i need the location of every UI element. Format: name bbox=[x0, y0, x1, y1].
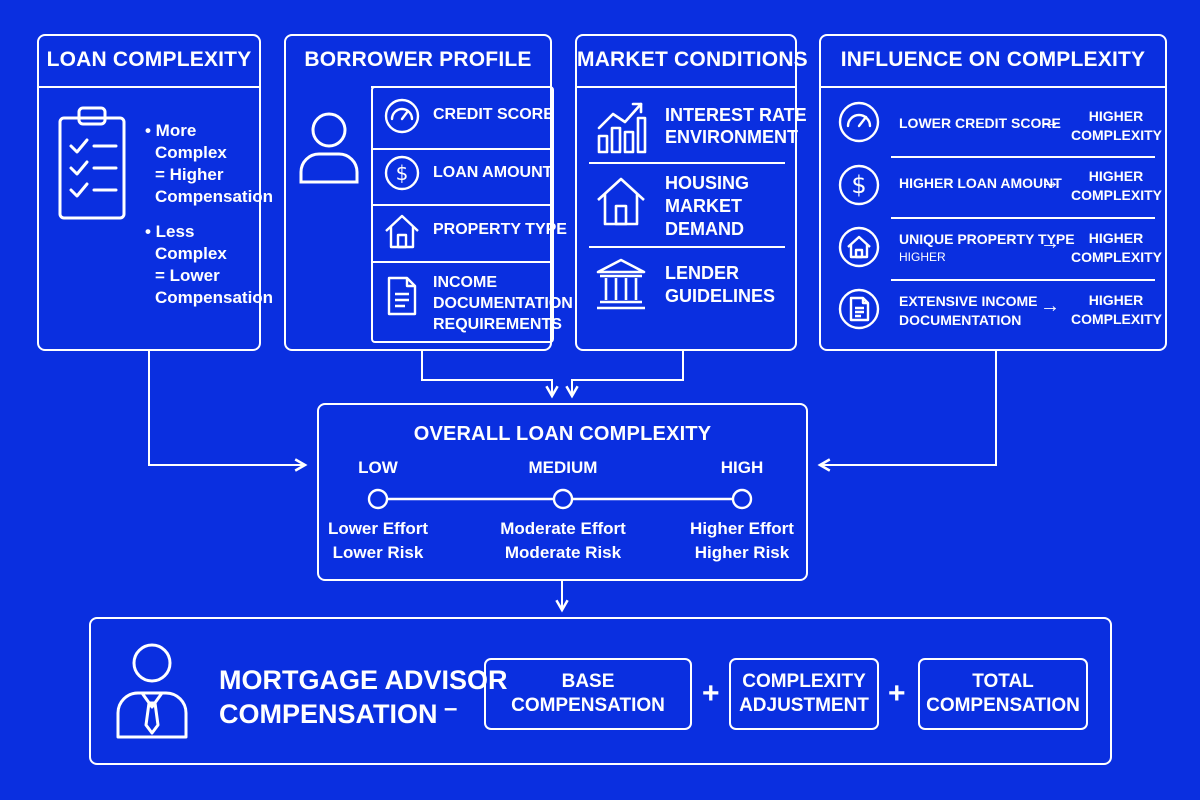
higher-loan-amount-text: HIGHER LOAN AMOUNT bbox=[899, 175, 1062, 191]
low-label: LOW bbox=[358, 458, 398, 477]
higher-complexity-text: HIGHER COMPLEXITY bbox=[1071, 108, 1163, 143]
property-type-label: PROPERTY TYPE bbox=[433, 221, 567, 238]
house-icon bbox=[595, 174, 647, 228]
credit-score-label: CREDIT SCORE bbox=[433, 106, 554, 123]
plus-sign-2: + bbox=[888, 677, 906, 710]
arrow-market-to-overall bbox=[565, 350, 684, 399]
complexity-scale bbox=[367, 488, 753, 510]
interest-rate-label: INTEREST RATE ENVIRONMENT bbox=[665, 105, 807, 147]
lender-guidelines-label: LENDER GUIDELINES bbox=[665, 263, 776, 306]
arrow-influence-to-overall bbox=[817, 350, 997, 472]
overall-complexity-title: OVERALL LOAN COMPLEXITY bbox=[413, 423, 712, 445]
gauge-icon bbox=[837, 100, 881, 144]
arrow-icon: → bbox=[1040, 111, 1060, 133]
house-icon bbox=[383, 212, 421, 250]
plus-sign-1: + bbox=[702, 677, 720, 710]
low-description: Lower Effort Lower Risk bbox=[327, 519, 429, 562]
svg-text:$: $ bbox=[851, 171, 866, 199]
lower-credit-score-text: LOWER CREDIT SCORE bbox=[899, 115, 1061, 131]
gauge-icon bbox=[383, 97, 421, 135]
medium-marker bbox=[552, 488, 574, 510]
compensation-panel: MORTGAGE ADVISOR COMPENSATION – BASE COM… bbox=[89, 617, 1112, 765]
total-compensation-box: TOTAL COMPENSATION bbox=[918, 658, 1088, 730]
document-icon bbox=[386, 276, 418, 316]
checklist-clipboard-icon bbox=[57, 102, 129, 220]
extensive-income-documentation-text: EXTENSIVE INCOME DOCUMENTATION bbox=[899, 293, 1038, 328]
compensation-title: MORTGAGE ADVISOR COMPENSATION bbox=[219, 665, 508, 729]
bar-chart-icon bbox=[595, 100, 647, 154]
medium-label: MEDIUM bbox=[528, 458, 598, 477]
less-complex-text: • Less Complex = Lower Compensation bbox=[145, 222, 274, 307]
more-complex-text: • More Complex = Higher Compensation bbox=[145, 121, 274, 206]
borrower-items-box bbox=[371, 86, 554, 343]
dollar-icon: $ bbox=[383, 154, 421, 192]
loan-complexity-title: LOAN COMPLEXITY bbox=[46, 48, 252, 71]
svg-text:$: $ bbox=[396, 161, 409, 185]
arrow-loan-to-overall bbox=[148, 350, 308, 472]
bank-icon bbox=[595, 256, 647, 312]
high-description: Higher Effort Higher Risk bbox=[690, 519, 794, 562]
borrower-profile-title: BORROWER PROFILE bbox=[304, 48, 532, 71]
advisor-icon bbox=[115, 641, 189, 739]
loan-complexity-panel: LOAN COMPLEXITY • More Complex = Higher … bbox=[37, 34, 273, 351]
arrow-icon: → bbox=[1040, 171, 1060, 193]
low-marker bbox=[367, 488, 389, 510]
income-documentation-label: INCOME DOCUMENTATION REQUIREMENTS bbox=[433, 274, 573, 333]
loan-amount-label: LOAN AMOUNT bbox=[433, 164, 553, 181]
arrow-icon: → bbox=[1040, 232, 1060, 254]
higher-complexity-text: HIGHER COMPLEXITY bbox=[1071, 292, 1163, 327]
arrow-icon: → bbox=[1040, 295, 1060, 317]
high-label: HIGH bbox=[720, 458, 764, 477]
housing-market-label: HOUSING MARKET DEMAND bbox=[665, 173, 750, 239]
market-conditions-panel: MARKET CONDITIONS INTEREST RATE ENVIRONM… bbox=[575, 34, 808, 351]
higher-complexity-text: HIGHER COMPLEXITY bbox=[1071, 230, 1163, 265]
influence-panel: INFLUENCE ON COMPLEXITY LOWER CREDIT SCO… bbox=[819, 34, 1167, 351]
borrower-profile-panel: BORROWER PROFILE CREDIT SCORE $ LOAN AMO… bbox=[284, 34, 573, 351]
arrow-borrower-to-overall bbox=[421, 350, 559, 399]
influence-title: INFLUENCE ON COMPLEXITY bbox=[840, 48, 1146, 71]
person-icon bbox=[298, 110, 360, 184]
market-conditions-title: MARKET CONDITIONS bbox=[577, 48, 808, 71]
dollar-icon: $ bbox=[837, 163, 881, 207]
overall-complexity-panel: OVERALL LOAN COMPLEXITY LOW MEDIUM HIGH … bbox=[317, 403, 808, 581]
medium-description: Moderate Effort Moderate Risk bbox=[500, 519, 626, 562]
complexity-adjustment-box: COMPLEXITY ADJUSTMENT bbox=[729, 658, 879, 730]
high-marker bbox=[731, 488, 753, 510]
base-compensation-box: BASE COMPENSATION bbox=[484, 658, 692, 730]
higher-complexity-text: HIGHER COMPLEXITY bbox=[1071, 168, 1163, 203]
document-icon bbox=[837, 287, 881, 331]
equals-sign: – bbox=[444, 695, 458, 722]
unique-property-type-text: UNIQUE PROPERTY TYPE HIGHER bbox=[899, 231, 1075, 264]
house-icon bbox=[837, 225, 881, 269]
